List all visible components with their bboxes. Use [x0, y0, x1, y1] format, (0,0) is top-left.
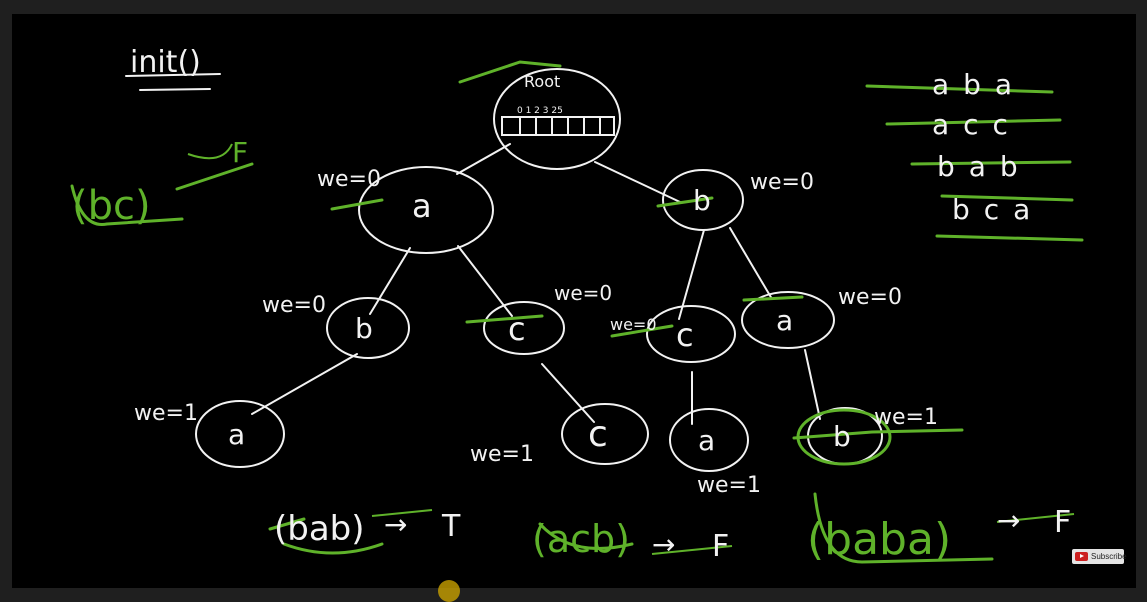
- node-a1: [358, 166, 494, 254]
- subscribe-button[interactable]: Subscribe: [1072, 549, 1127, 564]
- query-3-result: F: [1054, 505, 1071, 540]
- we-c3: we=1: [470, 442, 534, 467]
- node-c1: [483, 301, 565, 355]
- youtube-icon: [1075, 552, 1088, 561]
- root-node: [493, 68, 621, 170]
- side-string: (bc): [72, 183, 151, 229]
- node-b2-label: b: [355, 312, 373, 345]
- init-call: init(): [130, 45, 201, 80]
- query-1-result: T: [441, 509, 461, 544]
- we-a2: we=0: [838, 285, 902, 310]
- node-b1-label: b: [693, 184, 711, 217]
- edge-b-a: [729, 227, 773, 300]
- word-1: aba: [932, 68, 1026, 101]
- we-b2: we=0: [262, 293, 326, 318]
- we-c1: we=0: [554, 281, 612, 305]
- query-2-arrow: →: [652, 528, 675, 561]
- node-a2-label: a: [776, 304, 793, 337]
- node-b2: [326, 297, 410, 359]
- node-c2-label: c: [676, 316, 694, 354]
- side-string-result: F: [232, 136, 248, 169]
- node-a2: [741, 291, 835, 349]
- node-b1: [662, 169, 744, 231]
- query-1-arrow: →: [384, 508, 407, 541]
- whiteboard: init() Root 0 1 2 3 25 (bc) F aba acc ba…: [12, 14, 1136, 588]
- edge-root-b: [594, 161, 681, 203]
- edge-c-c-leaf: [541, 363, 595, 423]
- word-4: bca: [952, 193, 1044, 226]
- edge-b-c: [678, 229, 705, 320]
- word-2: acc: [932, 108, 1022, 141]
- node-a3: [195, 400, 285, 468]
- node-a1-label: a: [412, 187, 432, 225]
- query-3-arrow: →: [997, 504, 1020, 537]
- node-b3-label: b: [833, 420, 851, 453]
- node-a3-label: a: [228, 418, 245, 451]
- root-child-array: [501, 116, 615, 136]
- edge-a-b: [369, 247, 411, 315]
- node-c1-label: c: [508, 310, 526, 348]
- node-c2: [646, 305, 736, 363]
- edge-a-b-leaf: [804, 349, 821, 420]
- we-a3: we=1: [134, 401, 198, 426]
- edge-a-c: [457, 245, 513, 317]
- we-a4: we=1: [697, 473, 761, 498]
- word-3: bab: [937, 150, 1032, 183]
- edge-b-a-leaf: [251, 353, 358, 415]
- edge-root-a: [456, 143, 511, 175]
- query-3-text: (baba): [807, 514, 951, 565]
- array-indices: 0 1 2 3 25: [517, 106, 563, 116]
- node-c3: [561, 403, 649, 465]
- node-a4: [669, 408, 749, 472]
- we-a1: we=0: [317, 167, 381, 192]
- subscribe-label: Subscribe: [1091, 552, 1127, 561]
- we-b1: we=0: [750, 170, 814, 195]
- query-2-result: F: [712, 529, 729, 564]
- query-1-text: (bab): [274, 509, 365, 549]
- node-c3-label: c: [588, 414, 608, 455]
- root-label: Root: [524, 72, 560, 91]
- video-frame: init() Root 0 1 2 3 25 (bc) F aba acc ba…: [12, 14, 1136, 588]
- query-2-text: (acb): [532, 517, 630, 561]
- trie-diagram: init() Root 0 1 2 3 25 (bc) F aba acc ba…: [70, 45, 1084, 565]
- node-a4-label: a: [698, 424, 715, 457]
- we-b3: we=1: [874, 405, 938, 430]
- we-c2: we=0: [610, 315, 657, 334]
- progress-indicator: [438, 580, 460, 602]
